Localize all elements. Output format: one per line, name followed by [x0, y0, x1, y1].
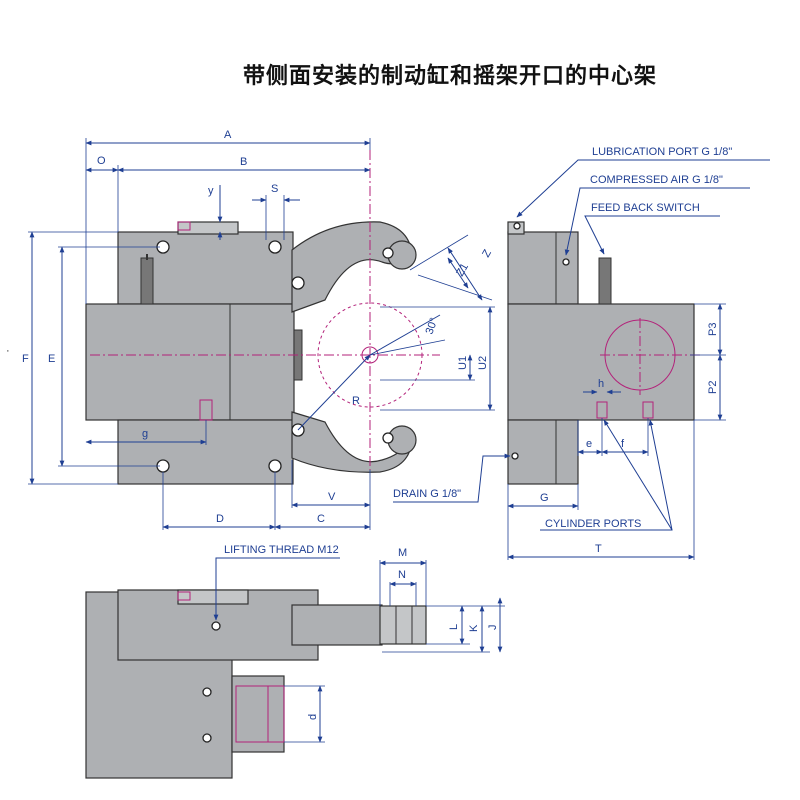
dim-h-label: h: [598, 378, 604, 390]
dim-d-label: d: [307, 714, 319, 720]
dim-P2-label: P2: [707, 381, 719, 394]
dim-U1-label: U1: [457, 356, 469, 370]
lifting-thread-callout: LIFTING THREAD M12: [224, 544, 339, 556]
dim-R-label: R: [352, 395, 360, 407]
mount-hole: [268, 459, 282, 473]
mount-hole: [268, 240, 282, 254]
dim-N-label: N: [398, 569, 406, 581]
front-view: 30° R A B O y S Z Z1: [6, 129, 495, 530]
dim-S-label: S: [271, 183, 278, 195]
dim-e-label: e: [586, 438, 592, 450]
dim-D-label: D: [216, 513, 224, 525]
dim-P3-label: P3: [707, 323, 719, 336]
compressed-air-callout: COMPRESSED AIR G 1/8": [590, 174, 723, 186]
angle-label: 30°: [424, 316, 441, 336]
bottom-view: LIFTING THREAD M12 M N L K J d: [85, 544, 505, 779]
dim-Z-label: Z: [480, 247, 494, 259]
cylinder-ports-callout: CYLINDER PORTS: [545, 518, 641, 530]
dim-g-label: g: [142, 428, 148, 440]
dim-C-label: C: [317, 513, 325, 525]
dim-B-label: B: [240, 156, 247, 168]
svg-text:·: ·: [6, 345, 10, 357]
dim-F-label: F: [22, 353, 29, 365]
dim-G-label: G: [540, 492, 549, 504]
dim-M-label: M: [398, 547, 407, 559]
dim-V-label: V: [328, 491, 336, 503]
bottom-block: [117, 419, 294, 485]
dim-y-label: y: [208, 185, 214, 197]
cylinder-body: [85, 303, 295, 421]
dim-O-label: O: [97, 155, 106, 167]
mount-hole: [291, 276, 305, 290]
dim-K-label: K: [468, 624, 480, 632]
drain-callout: DRAIN G 1/8": [393, 488, 461, 500]
dim-L-label: L: [448, 624, 460, 630]
dim-T-label: T: [595, 543, 602, 555]
dim-E-label: E: [48, 353, 55, 365]
dim-U2-label: U2: [477, 356, 489, 370]
lubrication-port-callout: LUBRICATION PORT G 1/8": [592, 146, 732, 158]
dim-Z1-label: Z1: [454, 261, 471, 278]
page-title: 带侧面安装的制动缸和摇架开口的中心架: [242, 64, 657, 89]
dim-f-label: f: [621, 438, 625, 450]
dim-J-label: J: [487, 625, 499, 631]
dim-A-label: A: [224, 129, 232, 141]
side-view: P3 P2 h e f G T LUBRICATION PORT G 1/8" …: [393, 146, 770, 560]
feedback-switch-callout: FEED BACK SWITCH: [591, 202, 700, 214]
